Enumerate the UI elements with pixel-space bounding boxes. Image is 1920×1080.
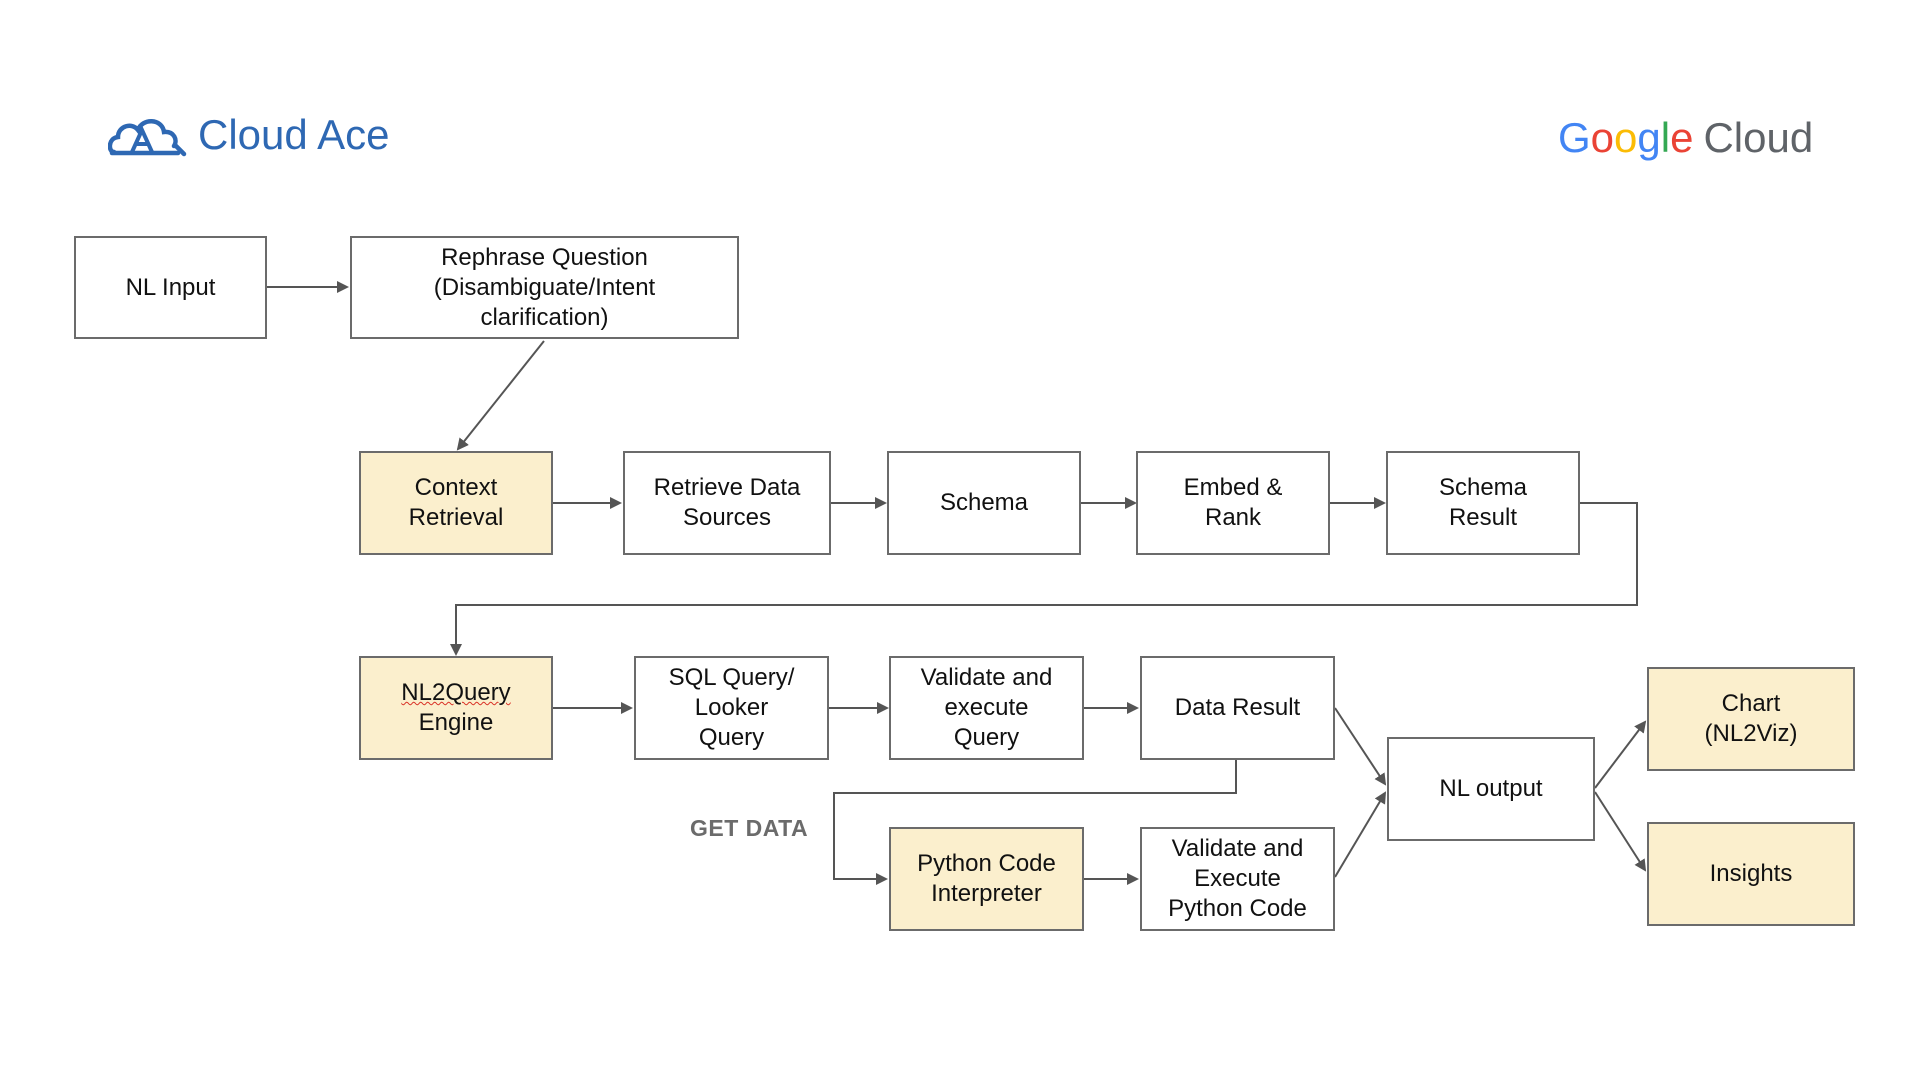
node-context-retrieval: Context Retrieval <box>359 451 553 555</box>
node-label: Schema Result <box>1438 474 1528 531</box>
google-logo-letter: G <box>1558 114 1591 161</box>
node-label: Context Retrieval <box>408 474 504 531</box>
cloud-ace-logo: Cloud Ace <box>108 108 389 162</box>
arrow-data-result-to-nl-output <box>1334 707 1387 786</box>
cloud-ace-logo-text: Cloud Ace <box>198 111 390 158</box>
node-insights: Insights <box>1647 822 1855 926</box>
node-chart-nl2viz: Chart (NL2Viz) <box>1647 667 1855 771</box>
arrow-nl-output-to-chart <box>1594 720 1647 789</box>
node-label: SQL Query/ Looker Query <box>668 664 795 751</box>
node-label: Data Result <box>1174 694 1301 721</box>
node-sql-looker-query: SQL Query/ Looker Query <box>634 656 829 760</box>
get-data-label: GET DATA <box>690 815 809 841</box>
cloud-ace-cloud-icon <box>108 119 187 157</box>
node-schema-result: Schema Result <box>1386 451 1580 555</box>
arrow-data-result-to-python-interpreter <box>833 759 1237 885</box>
node-label: Embed & Rank <box>1183 474 1283 531</box>
google-cloud-logo-text: Cloud <box>1703 114 1814 161</box>
node-validate-execute-python: Validate and Execute Python Code <box>1140 827 1335 931</box>
node-label: NL Input <box>125 273 216 301</box>
node-schema: Schema <box>887 451 1081 555</box>
arrow-nl-output-to-insights <box>1594 791 1647 872</box>
node-data-result: Data Result <box>1140 656 1335 760</box>
google-logo-letter: g <box>1637 114 1661 161</box>
node-retrieve-data-sources: Retrieve Data Sources <box>623 451 831 555</box>
node-label: Validate and Execute Python Code <box>1168 835 1307 922</box>
node-label: Python Code Interpreter <box>917 850 1056 907</box>
node-label: Chart (NL2Viz) <box>1704 690 1798 747</box>
node-rephrase-question: Rephrase Question (Disambiguate/Intent c… <box>350 236 739 339</box>
node-label: Validate and execute Query <box>920 664 1053 751</box>
google-logo-letter: o <box>1590 114 1615 161</box>
node-validate-execute-query: Validate and execute Query <box>889 656 1084 760</box>
node-label: Insights <box>1709 860 1793 887</box>
arrow-schema-result-to-nl2query <box>450 502 1638 656</box>
google-logo-letter: e <box>1670 114 1694 161</box>
node-nl-output: NL output <box>1387 737 1595 841</box>
node-label-line: NL2Query <box>401 679 511 706</box>
google-logo-letter: o <box>1614 114 1638 161</box>
node-label: NL output <box>1439 775 1543 802</box>
node-label: Schema <box>939 489 1029 516</box>
node-label-line: Engine <box>418 709 494 736</box>
arrow-validate-python-to-nl-output <box>1334 791 1387 878</box>
node-label: Rephrase Question (Disambiguate/Intent c… <box>433 243 656 331</box>
node-label: Retrieve Data Sources <box>653 474 801 531</box>
node-python-code-interpreter: Python Code Interpreter <box>889 827 1084 931</box>
arrow-rephrase-to-context-retrieval <box>456 340 545 451</box>
google-logo-letter: l <box>1660 114 1671 161</box>
node-nl-input: NL Input <box>74 236 267 339</box>
node-embed-rank: Embed & Rank <box>1136 451 1330 555</box>
